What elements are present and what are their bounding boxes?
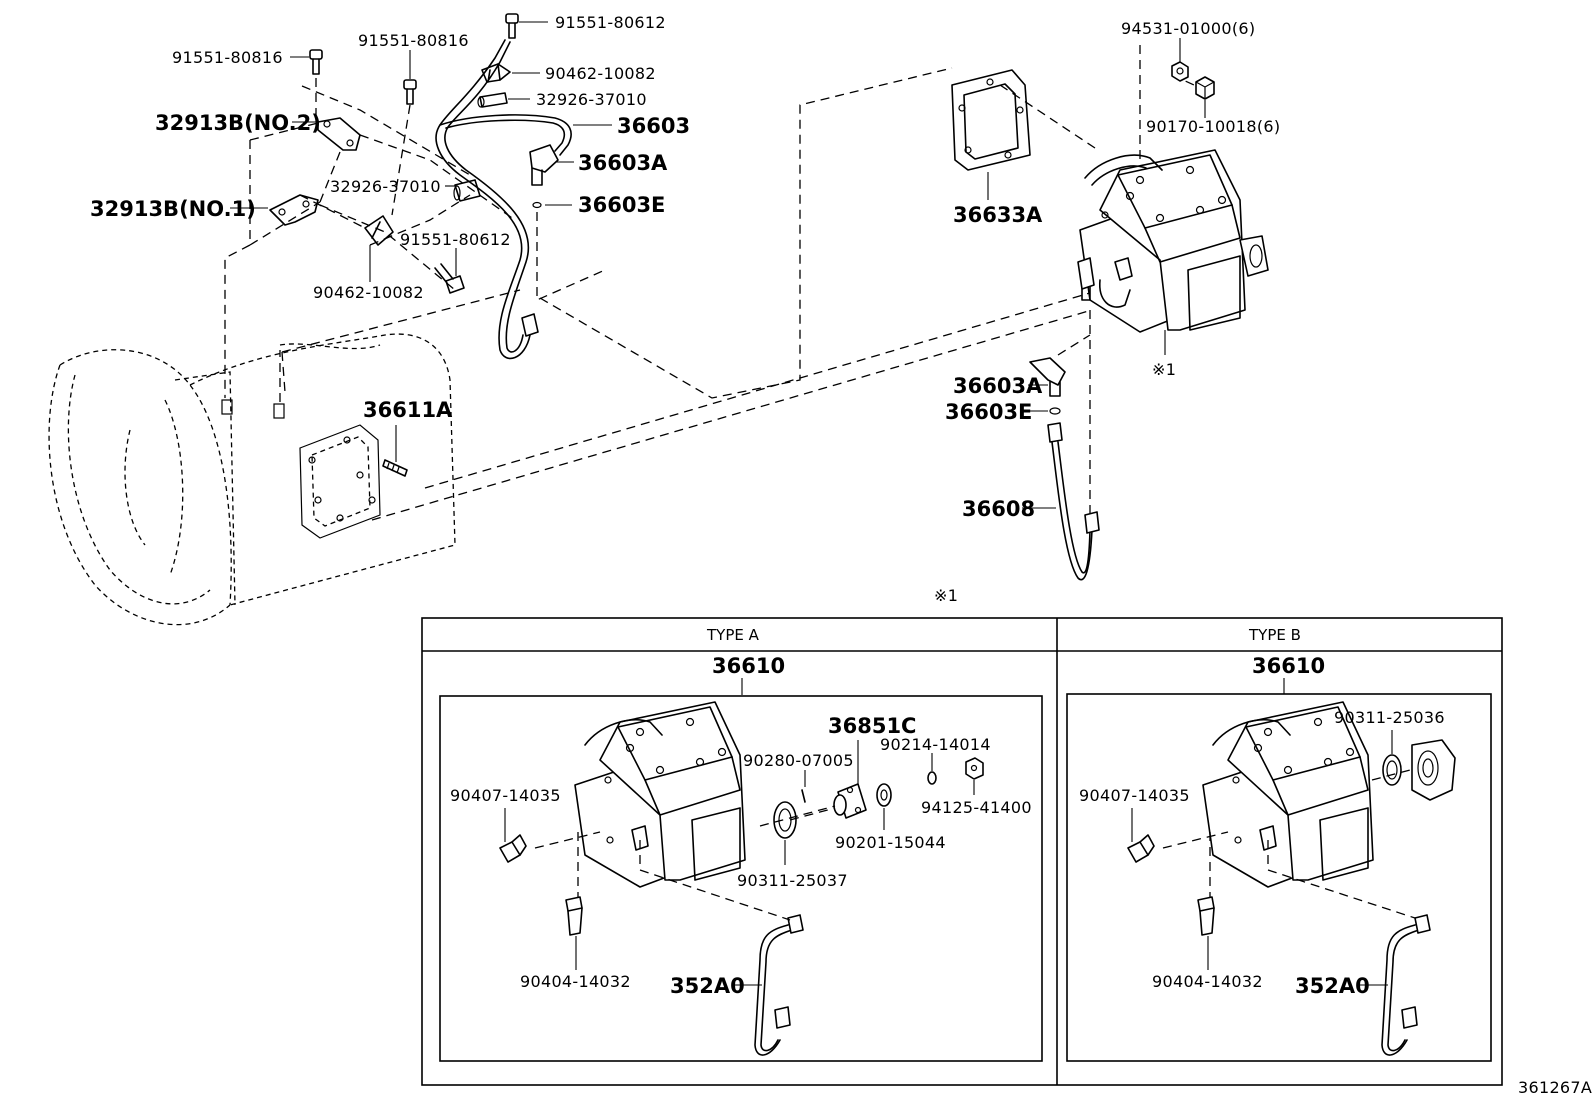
type-a-washer-90201-15044 xyxy=(876,783,892,807)
nut-90170-10018 xyxy=(1195,76,1215,100)
type-a-header: TYPE A xyxy=(706,626,760,644)
label-90170-10018: 90170-10018(6) xyxy=(1146,117,1280,136)
sleeve-32926-37010-mid xyxy=(453,179,481,202)
label-ref-note-1: ※1 xyxy=(1152,360,1176,379)
type-b-panel xyxy=(1066,693,1492,1062)
variants-frame xyxy=(421,617,1503,1086)
label-36611a: 36611A xyxy=(363,398,453,422)
type-a-nut-94125-41400 xyxy=(965,757,984,780)
type-a-switch-90404-14032 xyxy=(565,896,583,936)
diagram-id: 361267A xyxy=(1518,1078,1592,1097)
label-type-a-90311-25037: 90311-25037 xyxy=(737,871,848,890)
type-a-plug-90407-14035 xyxy=(499,834,527,863)
type-b-plug-90407-14035 xyxy=(1127,834,1155,863)
type-b-adapter-flange xyxy=(1411,739,1456,801)
bolt-91551-80816-a xyxy=(309,49,323,75)
bolt-91551-80816-b xyxy=(403,79,417,105)
label-36603a-top: 36603A xyxy=(578,151,668,175)
label-91551-80612-top: 91551-80612 xyxy=(555,13,666,32)
transmission-housing xyxy=(48,333,456,626)
label-90462-10082-mid: 90462-10082 xyxy=(313,283,424,302)
label-36603e-top: 36603E xyxy=(578,193,665,217)
label-type-b-90311-25036: 90311-25036 xyxy=(1334,708,1445,727)
label-type-b-90404-14032: 90404-14032 xyxy=(1152,972,1263,991)
type-a-panel xyxy=(439,695,1043,1062)
label-type-a-90280-07005: 90280-07005 xyxy=(743,751,854,770)
type-b-seal-90311-25036 xyxy=(1382,754,1402,786)
type-a-oil-seal-90311-25037 xyxy=(773,801,797,839)
type-b-switch-90404-14032 xyxy=(1197,896,1215,936)
fitting-36603a-right xyxy=(1029,357,1066,397)
label-32926-37010-mid: 32926-37010 xyxy=(330,177,441,196)
label-91551-80816-b: 91551-80816 xyxy=(358,31,469,50)
type-b-assembly-label: 36610 xyxy=(1252,654,1325,678)
type-b-pto-unit xyxy=(1202,701,1374,888)
label-type-a-90201-15044: 90201-15044 xyxy=(835,833,946,852)
type-a-sensor-352a0 xyxy=(754,914,804,1056)
label-32913b-no2: 32913B(NO.2) xyxy=(155,111,321,135)
label-type-a-36851c: 36851C xyxy=(828,714,916,738)
pto-unit-top xyxy=(1077,149,1269,333)
label-36603e-right: 36603E xyxy=(945,400,1032,424)
label-type-b-90407-14035: 90407-14035 xyxy=(1079,786,1190,805)
bracket-32913b-no2 xyxy=(317,117,361,151)
label-32926-37010-top: 32926-37010 xyxy=(536,90,647,109)
housing-cover-plate xyxy=(299,424,381,539)
label-type-a-90404-14032: 90404-14032 xyxy=(520,972,631,991)
oring-36603e-right xyxy=(1049,407,1061,415)
type-b-header: TYPE B xyxy=(1248,626,1301,644)
label-36603-top: 36603 xyxy=(617,114,690,138)
label-36603a-right: 36603A xyxy=(953,374,1043,398)
pipe-36603 xyxy=(435,39,572,360)
hose-36608 xyxy=(1047,422,1100,581)
clamp-90462-10082-top xyxy=(481,63,511,83)
label-type-a-90214-14014: 90214-14014 xyxy=(880,735,991,754)
clamp-90462-10082-mid xyxy=(364,215,394,246)
type-b-sensor-352a0 xyxy=(1381,914,1431,1056)
stud-36611a xyxy=(382,459,408,477)
label-type-a-90407-14035: 90407-14035 xyxy=(450,786,561,805)
label-36633a: 36633A xyxy=(953,203,1043,227)
label-32913b-no1: 32913B(NO.1) xyxy=(90,197,256,221)
label-type-b-352a0: 352A0 xyxy=(1295,974,1370,998)
label-36608: 36608 xyxy=(962,497,1035,521)
type-a-pto-unit xyxy=(574,701,746,888)
gasket-36633a xyxy=(951,69,1031,171)
type-a-assembly-label: 36610 xyxy=(712,654,785,678)
bolt-91551-80612-top xyxy=(505,13,519,39)
label-91551-80612-mid: 91551-80612 xyxy=(400,230,511,249)
type-a-washer-90214-14014 xyxy=(927,771,937,785)
fitting-36603a-top xyxy=(529,144,559,186)
type-a-pin-90280-07005 xyxy=(801,789,806,803)
sleeve-32926-37010-top xyxy=(477,92,508,108)
oring-36603e-top xyxy=(532,201,542,209)
bracket-32913b-no1 xyxy=(269,194,319,226)
pipe-nut-36603 xyxy=(521,313,539,337)
label-90462-10082-top: 90462-10082 xyxy=(545,64,656,83)
bolt-91551-80612-mid xyxy=(434,263,465,294)
label-91551-80816-a: 91551-80816 xyxy=(172,48,283,67)
type-a-adapter-36851c xyxy=(833,783,867,819)
label-type-a-94125-41400: 94125-41400 xyxy=(921,798,1032,817)
label-94531-01000: 94531-01000(6) xyxy=(1121,19,1255,38)
label-ref-note-box: ※1 xyxy=(934,586,958,605)
label-type-a-352a0: 352A0 xyxy=(670,974,745,998)
nut-94531-01000 xyxy=(1171,61,1189,82)
